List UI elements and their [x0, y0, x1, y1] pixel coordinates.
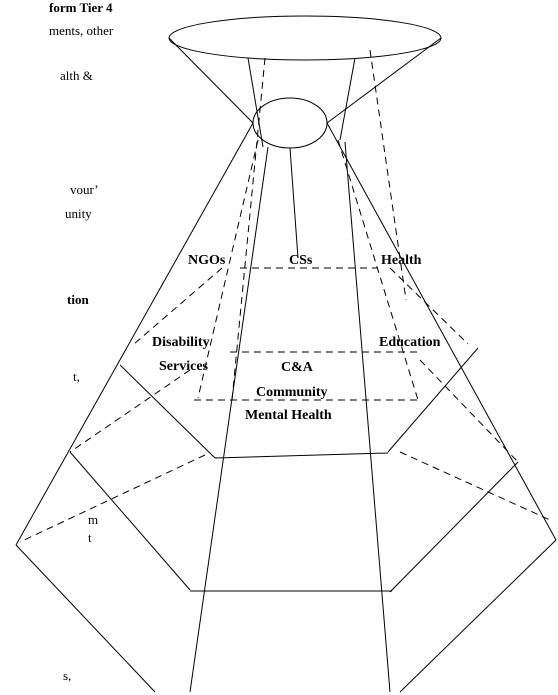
funnel-inner-line-right [339, 57, 356, 141]
label-health: Health [381, 253, 422, 268]
side-edge-left [119, 364, 216, 459]
text-fragment-8: m [88, 512, 99, 527]
text-fragment-4: vour’ [70, 182, 99, 197]
dashed-line-1 [231, 57, 266, 401]
cone-right-edge [326, 122, 557, 541]
text-fragment-6: tion [67, 292, 89, 307]
text-fragment-5: unity [65, 206, 92, 221]
text-fragment-10: s, [63, 668, 72, 683]
neck-ellipse [252, 97, 328, 149]
text-fragment-2: ments, other [49, 23, 114, 38]
side-edge-left-lower [69, 451, 191, 591]
label-ca: C&A [281, 360, 314, 375]
cone-left-base-edge [15, 544, 156, 693]
top-ellipse [168, 15, 442, 61]
label-mental-health: Mental Health [245, 408, 332, 423]
label-services: Services [159, 359, 209, 374]
label-ngos: NGOs [188, 253, 226, 268]
center-ray [289, 147, 299, 259]
dashed-left-lower [69, 369, 191, 453]
label-disability: Disability [152, 335, 210, 350]
dashed-left-slope [133, 267, 223, 345]
text-fragment-3: alth & [60, 68, 93, 83]
side-edge-right-lower [389, 461, 519, 593]
text-fragment-1: form Tier 4 [49, 0, 113, 15]
cone-left-edge [15, 122, 254, 546]
dashed-line-3 [369, 49, 407, 301]
side-edge-right [387, 347, 479, 453]
dashed-right-lower [419, 359, 519, 463]
cone-right-base-edge [399, 539, 557, 693]
dashed-line-2 [197, 139, 259, 399]
funnel-left-edge [168, 37, 254, 124]
dashed-left-base [19, 454, 206, 543]
tier-line-middle [214, 452, 389, 459]
inner-ray-right [344, 141, 391, 693]
funnel-inner-line-left [247, 57, 264, 148]
inner-ray-left [189, 146, 269, 693]
dashed-right-base [399, 451, 551, 521]
text-fragment-9: t [88, 530, 92, 545]
label-community: Community [256, 385, 328, 400]
dashed-line-4 [337, 139, 419, 401]
funnel-right-edge [326, 37, 442, 124]
dashed-right-slope [389, 267, 469, 345]
label-css: CSs [289, 253, 313, 268]
label-education: Education [379, 335, 441, 350]
text-fragment-7: t, [73, 369, 80, 384]
